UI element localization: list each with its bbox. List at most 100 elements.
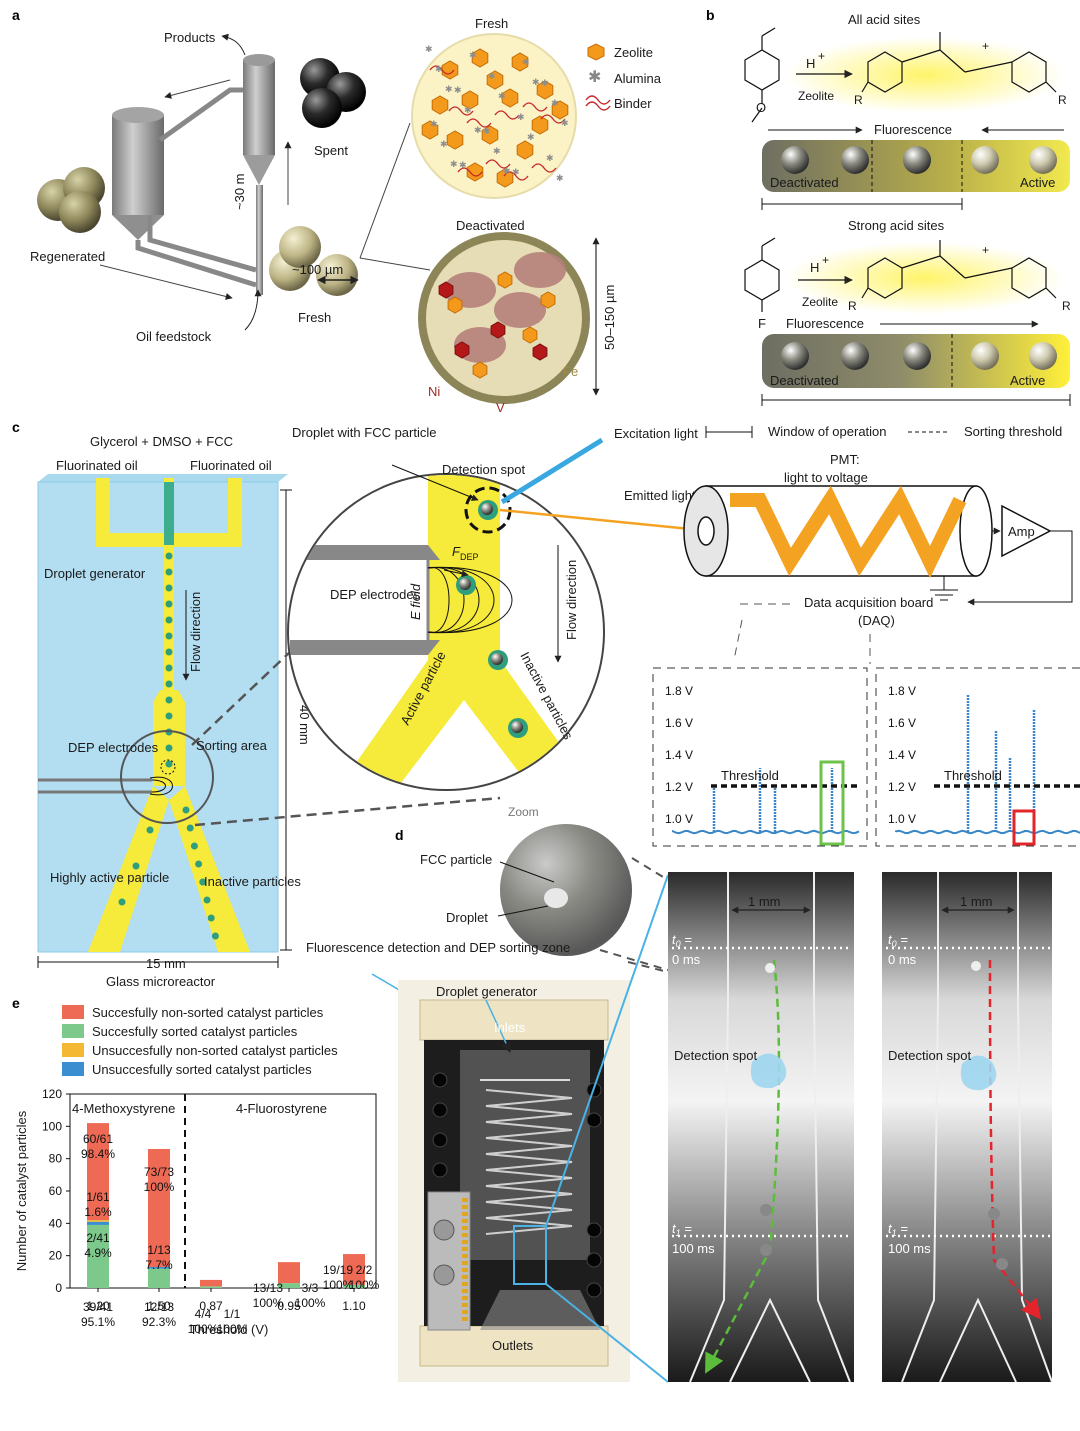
field-line [427,567,480,633]
bar-segment [87,1221,109,1225]
panel-letter-a: a [12,7,20,23]
t0-right-value: 0 ms [888,952,917,967]
zeolite-crystal [447,296,463,314]
droplet [165,632,173,640]
y-tick-label: 80 [49,1152,63,1166]
alumina-particle: ✱ [551,98,559,108]
droplet [165,696,173,704]
alumina-particle: ✱ [527,132,535,142]
bar-segment [148,1148,170,1267]
fcc-unit-illustration [112,54,275,295]
droplet [165,568,173,576]
fcc-particle-label: FCC particle [420,852,492,867]
active-top: Active [1020,175,1055,190]
fluorostyrene-structure [744,237,780,312]
alumina-particle: ✱ [445,84,453,94]
droplet-generator-photo-label: Droplet generator [436,984,538,999]
field-line [427,567,450,633]
group-label: 4-Fluorostyrene [236,1101,327,1116]
field-line [427,566,495,634]
legend-swatch [62,1005,84,1019]
x-tick-label: 1.20 [86,1299,110,1313]
alumina-particle: ✱ [522,57,530,67]
droplet [165,712,173,720]
zeolite-crystal [531,115,549,135]
data-label-line: 100% [253,1296,284,1310]
panel-letter-e: e [12,995,20,1011]
emitted-label: Emitted light [624,488,696,503]
field-line [427,567,465,633]
alumina-particle: ✱ [517,112,525,122]
alumina-particle: ✱ [532,77,540,87]
mount-hole [586,1112,602,1128]
droplet [165,648,173,656]
mount-hole [586,1222,602,1238]
serpentine-path [485,1089,573,1235]
flow-direction-chip: Flow direction [188,592,203,672]
bar-segment [148,1268,170,1288]
data-label-line: 13/13 [253,1281,283,1295]
pmt-detector [683,485,993,601]
sorting-zoom-view [287,473,605,791]
mounting-holes [432,1072,602,1298]
t0-right-t: t [888,932,893,947]
selected-peak-box [1012,809,1036,846]
legend-label: Succesfully sorted catalyst particles [92,1024,298,1039]
data-label-line: 98.4% [81,1147,115,1161]
droplet [146,826,154,834]
t1-left-sub: 1 [676,1228,681,1238]
carbocation-bottom [861,240,1057,299]
e-field-label: E field [408,583,423,620]
t0-left-t: t [672,932,677,947]
detection-spot-right: Detection spot [888,1048,971,1063]
mount-hole [586,1252,602,1268]
data-label-line: 1/61 [86,1190,110,1204]
t1-right-sub: 1 [892,1228,897,1238]
window-operation-label: Window of operation [768,424,887,439]
alumina-particle: ✱ [541,78,549,88]
mount-hole [586,1282,602,1298]
zeolite-crystal [481,125,499,145]
alumina-particle: ✱ [440,139,448,149]
mount-hole [432,1072,448,1088]
beads-bottom [781,342,1057,370]
f-dep-label: FDEP [452,544,478,562]
x-tick-label: 1.50 [147,1299,171,1313]
catalyst-bead [781,342,809,370]
binder-strand [466,118,492,128]
amplifier [1001,504,1052,558]
emission-beam [499,508,701,532]
bar-segment [87,1123,109,1221]
data-label-line: 1/13 [147,1243,171,1257]
t1-right-t: t [888,1221,893,1236]
fluorescence-top: Fluorescence [874,122,952,137]
micrograph-inactive [882,872,1053,1383]
trace-y-tick: 1.6 V [665,716,693,730]
fluorescence-zone-label: Fluorescence detection and DEP sorting z… [306,940,570,955]
bar-segment [200,1286,222,1288]
cation-plus-bottom: + [982,243,989,257]
dep-electrodes-chip: DEP electrodes [68,740,159,755]
legend-swatch [62,1043,84,1057]
legend-alumina: Alumina [614,71,662,86]
zeolite-crystal [472,361,488,379]
t1-right: t1 = [888,1221,908,1238]
alumina-particle: ✱ [498,91,506,101]
droplet [165,664,173,672]
y-tick-label: 60 [49,1184,63,1198]
sorting-area-label: Sorting area [196,738,268,753]
trace-y-tick: 1.0 V [888,812,916,826]
data-label-line: 7.7% [145,1258,173,1272]
beads-top [781,146,1057,174]
chart-legend: Succesfully non-sorted catalyst particle… [62,1005,338,1077]
data-label-line: 12/13 [144,1300,174,1314]
t1-left-t: t [672,1221,677,1236]
catalyst-bead [971,342,999,370]
dep-electrodes-zoom-1: DEP electrodes [330,587,421,602]
catalyst-bead [781,146,809,174]
detection-spot-left: Detection spot [674,1048,757,1063]
fluorescence-bottom: Fluorescence [786,316,864,331]
active-bottom: Active [1010,373,1045,388]
metal-deposit [438,281,454,299]
